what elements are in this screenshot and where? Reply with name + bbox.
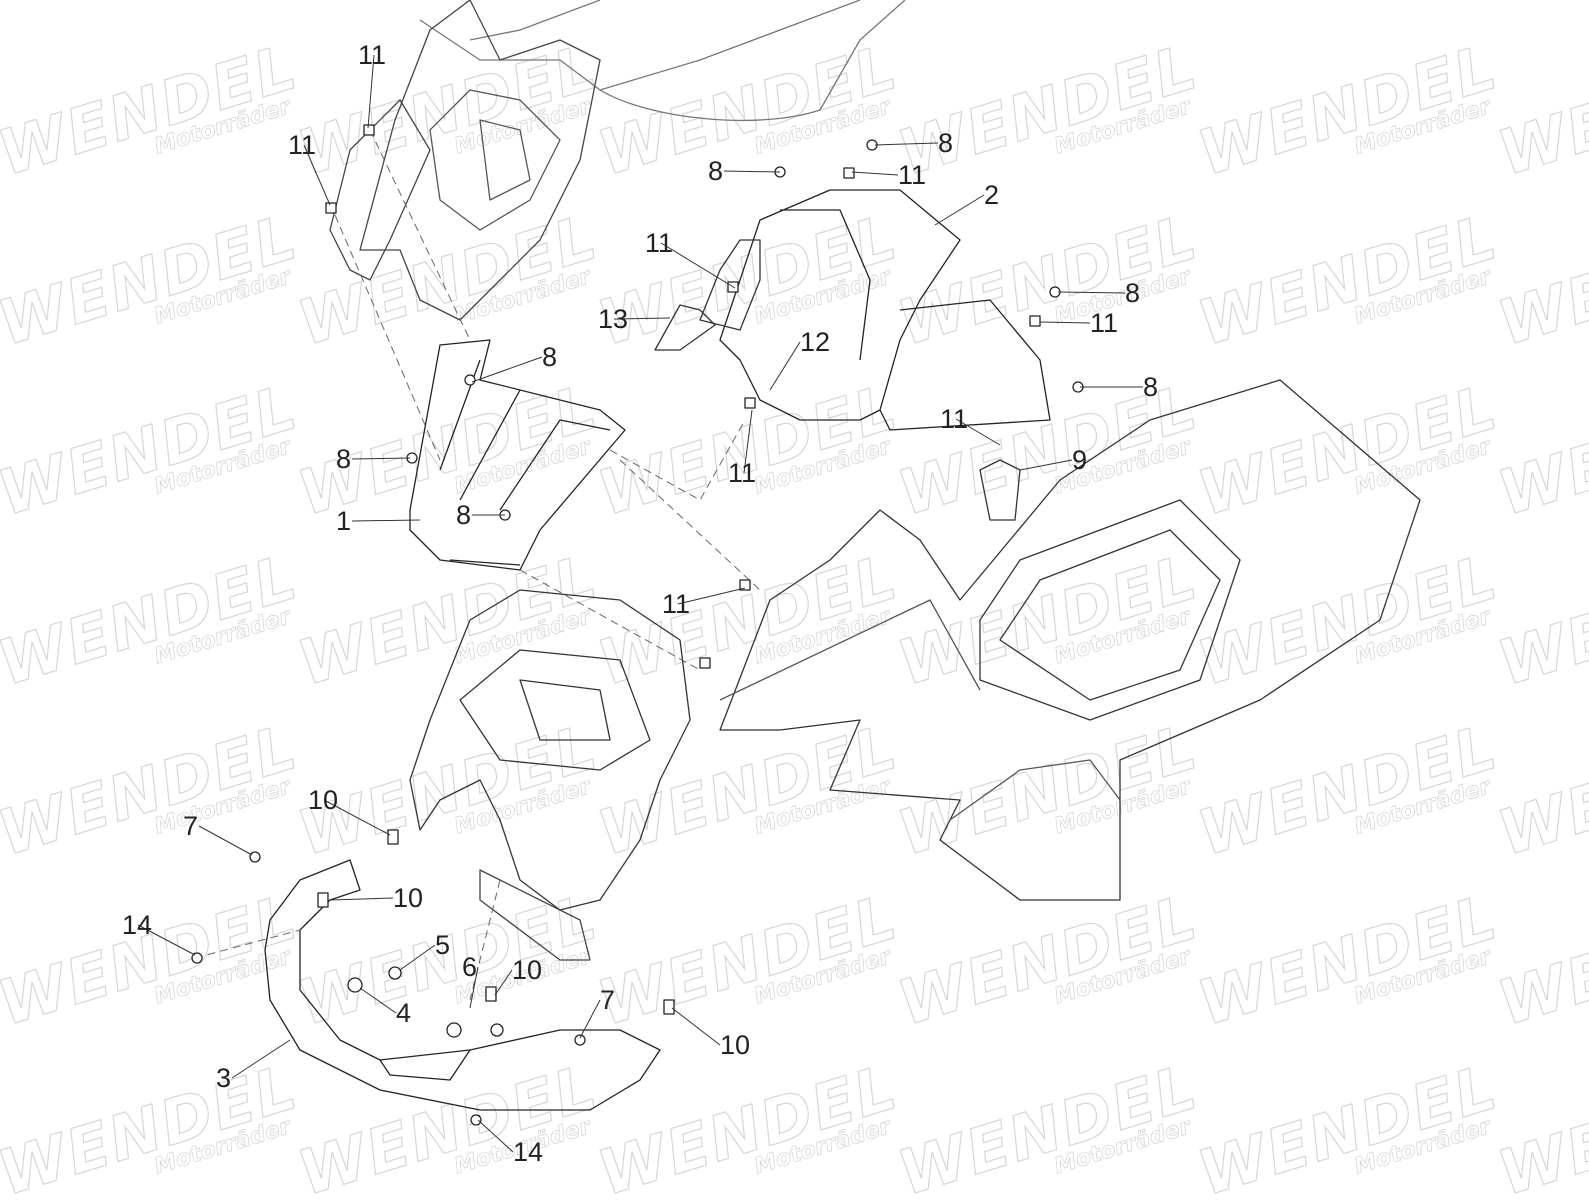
callout-number: 10 <box>308 785 339 815</box>
leader-line <box>677 587 746 605</box>
callout-number: 11 <box>645 228 674 258</box>
callout-number: 7 <box>183 811 199 841</box>
callout-number: 9 <box>1072 445 1088 475</box>
leader-line <box>613 317 671 320</box>
leader-line <box>477 1119 514 1153</box>
callout-number: 8 <box>708 156 724 186</box>
callout-number: 8 <box>336 444 352 474</box>
leader-line <box>660 242 736 289</box>
callout-number: 4 <box>396 998 412 1028</box>
leader-line <box>367 54 375 129</box>
leader-line <box>471 356 543 383</box>
part-1-inner-fairing <box>409 339 626 571</box>
callout-number: 13 <box>598 304 629 334</box>
left-bracket-panel <box>329 99 431 281</box>
left-inner-panel <box>359 0 601 321</box>
leader-line <box>1019 459 1073 471</box>
leader-line <box>137 924 196 956</box>
callout-number: 5 <box>435 930 451 960</box>
leader-line <box>579 999 601 1039</box>
leader-line <box>351 519 421 522</box>
leader-line <box>359 987 397 1014</box>
leader-line <box>469 966 479 1009</box>
callout-number: 11 <box>940 404 969 434</box>
leader-line <box>198 825 253 856</box>
leader-line <box>671 1007 721 1046</box>
leader-line <box>955 418 1001 446</box>
leader-line <box>1057 291 1126 294</box>
callout-number: 10 <box>720 1030 751 1060</box>
callout-number: 11 <box>1090 308 1119 338</box>
leader-line <box>329 897 394 901</box>
callout-number: 1 <box>336 506 352 536</box>
leader-line <box>231 1039 291 1079</box>
callout-number: 12 <box>800 327 831 357</box>
leader-line <box>743 409 753 474</box>
callout-number: 11 <box>728 458 757 488</box>
callout-number: 8 <box>938 128 954 158</box>
leader-line <box>351 457 411 460</box>
callout-number: 10 <box>393 883 424 913</box>
callout-number: 11 <box>898 160 927 190</box>
callout-number: 6 <box>462 952 478 982</box>
part-2-windscreen-panel <box>719 189 1051 431</box>
callout-number: 8 <box>1125 278 1141 308</box>
leader-line <box>303 144 331 206</box>
callout-number: 14 <box>122 910 153 940</box>
leader-line <box>399 944 436 971</box>
callout-number: 8 <box>542 342 558 372</box>
part-11-bracket <box>699 239 761 331</box>
leader-line <box>1039 321 1091 324</box>
callout-number: 8 <box>456 500 472 530</box>
leader-line <box>723 170 781 173</box>
leader-line <box>494 969 513 996</box>
tank-outline <box>419 0 906 122</box>
callout-number: 11 <box>662 589 691 619</box>
leader-line <box>323 799 391 836</box>
leader-line <box>769 341 801 391</box>
callout-number: 8 <box>1143 372 1159 402</box>
callout-number: 2 <box>984 180 1000 210</box>
part-9-cover <box>979 459 1021 521</box>
side-fairing <box>719 379 1421 901</box>
callout-number: 3 <box>216 1063 232 1093</box>
leader-line <box>934 194 985 226</box>
callout-number: 14 <box>513 1137 544 1167</box>
part-13-clip <box>654 304 716 351</box>
fasteners <box>191 124 1084 1126</box>
leader-line <box>851 171 899 176</box>
leader-line <box>874 142 939 146</box>
headlight-support-frame <box>409 589 691 911</box>
callout-number: 11 <box>288 130 317 160</box>
callout-number: 7 <box>600 985 616 1015</box>
callout-number: 11 <box>358 40 387 70</box>
part-3-front-beak <box>264 859 661 1111</box>
callout-number: 10 <box>512 955 543 985</box>
